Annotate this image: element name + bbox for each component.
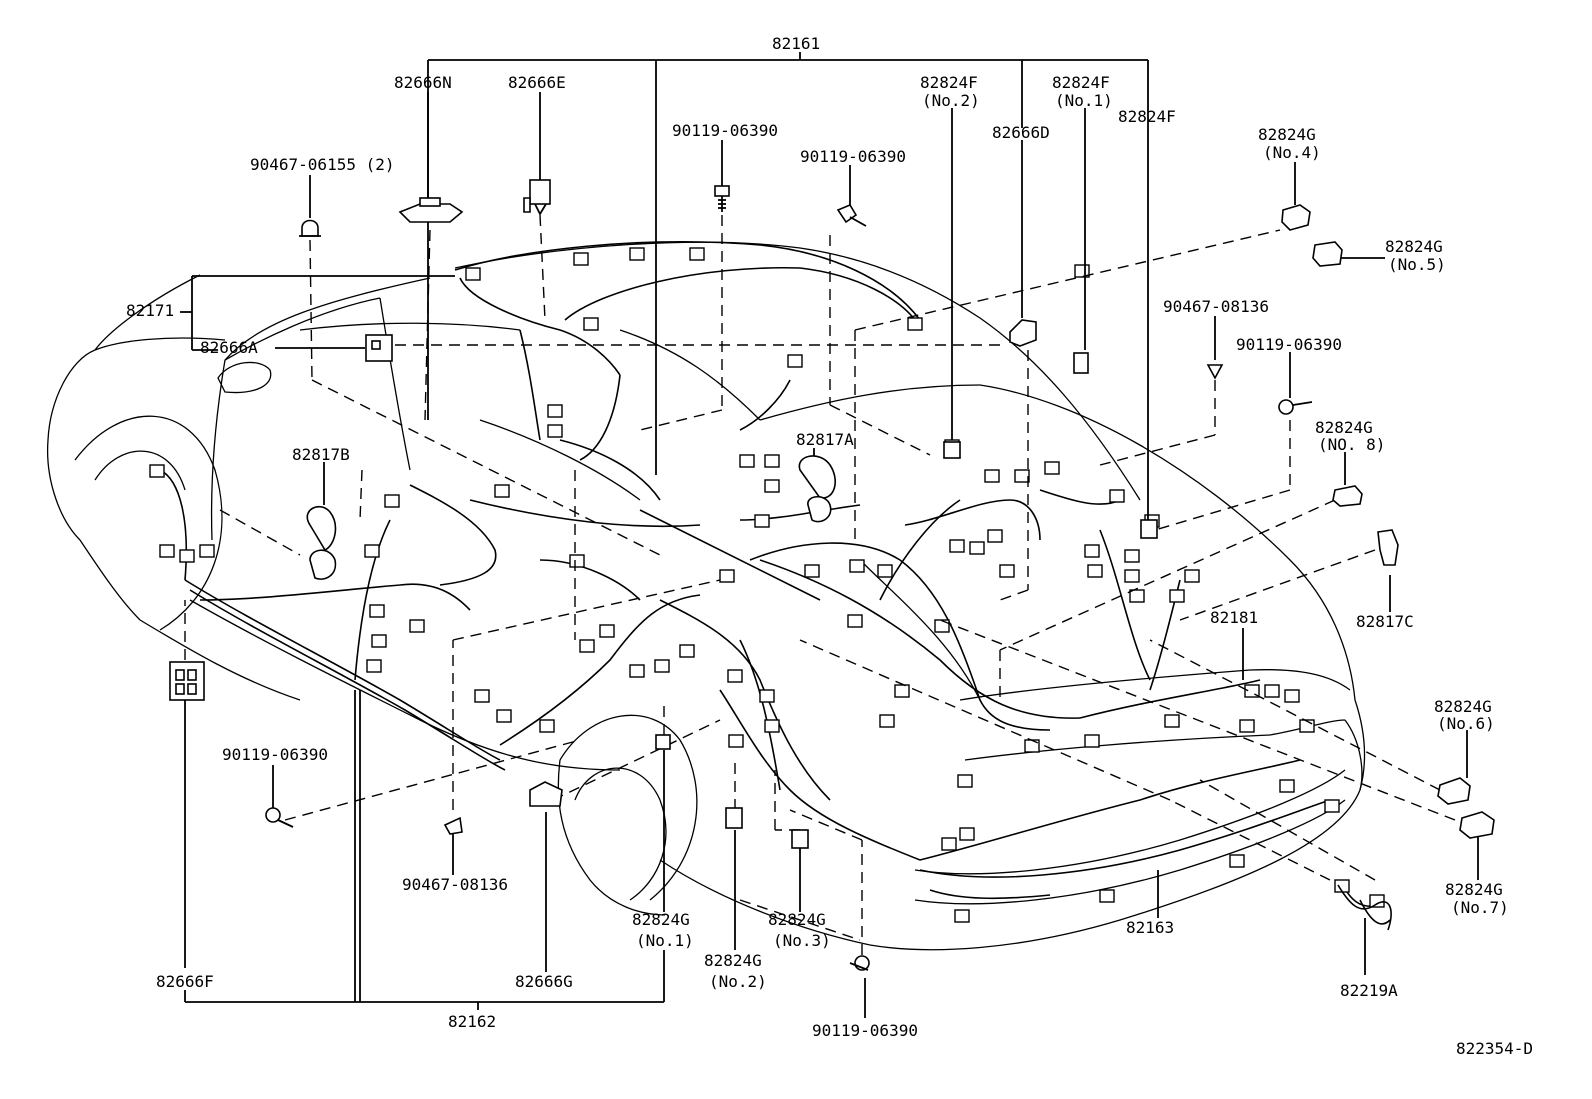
part-82666A-connector [365,334,393,362]
label-90119-06390-top2: 90119-06390 [800,147,906,166]
label-82824F: 82824F [1118,107,1176,126]
label-82824F-no1-sub: (No.1) [1055,91,1113,110]
label-82666N: 82666N [394,73,452,92]
part-82219A-wire [1337,884,1392,931]
label-82824G-no8: 82824G [1315,418,1373,437]
label-82817C: 82817C [1356,612,1414,631]
part-82824F-no2-connector [943,441,961,459]
part-90467-08136-clip-right [1206,364,1224,380]
label-82824F-no2: 82824F [920,73,978,92]
part-82824F-no1-connector [1073,352,1089,374]
part-82666E-clip [523,179,551,216]
part-90119-06390-bolt-top2 [836,203,867,227]
part-82666D-clip [1009,319,1037,347]
part-82824G-no3-connector [791,829,809,849]
label-82219A: 82219A [1340,981,1398,1000]
label-82824G-no1-sub: (No.1) [636,931,694,950]
part-82824G-no1-connector [655,734,671,750]
label-82824G-no4-sub: (No.4) [1263,143,1321,162]
label-82824G-no2-sub: (No.2) [709,972,767,991]
part-82824G-no7-connector [1459,811,1495,839]
label-82666A: 82666A [200,338,258,357]
label-82824G-no8-sub: (NO. 8) [1318,435,1385,454]
part-82817C-clip [1377,529,1399,566]
part-82824G-no2-connector [725,807,743,829]
label-82666E: 82666E [508,73,566,92]
part-90119-06390-bolt-right [1278,399,1313,415]
label-82824G-no1: 82824G [632,910,690,929]
label-82817A: 82817A [796,430,854,449]
label-82824F-no1: 82824F [1052,73,1110,92]
label-82824G-no3-sub: (No.3) [773,931,831,950]
part-90467-06155-clip [299,219,321,237]
part-90119-06390-bolt-bottom [849,955,870,971]
label-90467-06155: 90467-06155 (2) [250,155,395,174]
label-82162: 82162 [448,1012,496,1031]
diagram-id: 822354-D [1456,1039,1533,1058]
part-82824F-connector [1140,519,1158,539]
label-82161: 82161 [772,34,820,53]
part-90467-08136-clip-bottom [443,816,463,835]
label-82163: 82163 [1126,918,1174,937]
label-82824G-no7: 82824G [1445,880,1503,899]
part-82824G-no4-connector [1281,204,1311,231]
part-82824G-no5-connector [1312,241,1343,267]
part-82824G-no6-connector [1437,777,1471,805]
part-82817A-bracket [798,455,836,523]
label-90119-06390-bottom: 90119-06390 [812,1021,918,1040]
car-body-outline [46,241,1366,951]
label-82824G-no4: 82824G [1258,125,1316,144]
label-90467-08136-right: 90467-08136 [1163,297,1269,316]
part-82666N-connector [398,197,464,223]
label-82171: 82171 [126,301,174,320]
wire-harness-paths [159,241,1391,925]
dashed-leaders [184,214,1456,955]
part-90119-06390-bolt-left [265,807,294,828]
label-82181: 82181 [1210,608,1258,627]
label-82824G-no3: 82824G [768,910,826,929]
part-labels: 82161 82666N 82666E 90119-06390 90119-06… [126,34,1533,1058]
label-90119-06390-right: 90119-06390 [1236,335,1342,354]
part-82824G-no8-connector [1332,485,1363,507]
label-82824G-no5-sub: (No.5) [1388,255,1446,274]
label-82666F: 82666F [156,972,214,991]
label-82824G-no7-sub: (No.7) [1451,898,1509,917]
label-82824G-no6: 82824G [1434,697,1492,716]
label-82824G-no6-sub: (No.6) [1437,714,1495,733]
part-82666F-junction-block [169,661,205,701]
label-90119-06390-left: 90119-06390 [222,745,328,764]
label-90119-06390-top: 90119-06390 [672,121,778,140]
label-82824G-no2: 82824G [704,951,762,970]
label-82817B: 82817B [292,445,350,464]
label-82666G: 82666G [515,972,573,991]
harness-connectors [149,247,1385,923]
part-82817B-bracket [306,506,337,580]
label-82824F-no2-sub: (No.2) [922,91,980,110]
label-82666D: 82666D [992,123,1050,142]
label-82824G-no5: 82824G [1385,237,1443,256]
part-82666G-clip [529,781,563,807]
leader-lines [180,52,1479,1018]
label-90467-08136-bottom: 90467-08136 [402,875,508,894]
part-90119-06390-bolt-top [714,185,730,212]
